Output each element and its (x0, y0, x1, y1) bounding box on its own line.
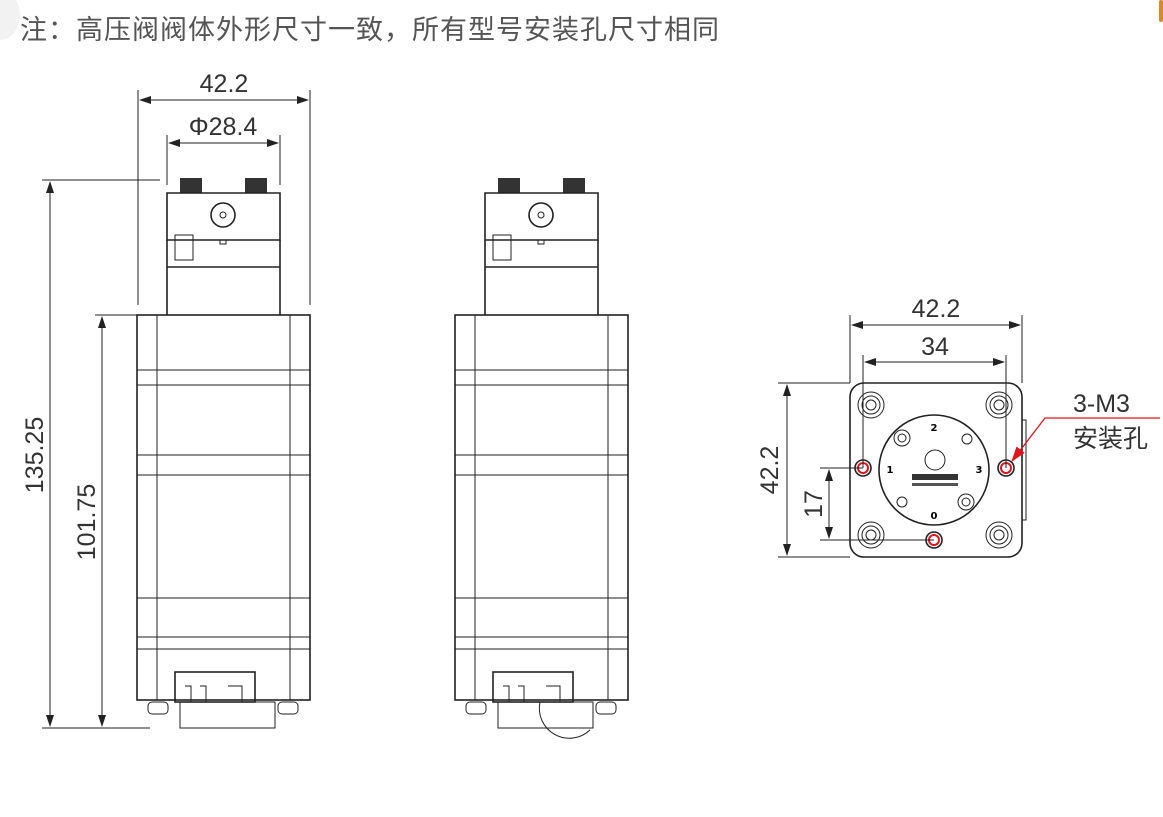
svg-text:34: 34 (921, 333, 949, 361)
mounting-hole-callout: 3-M3 安装孔 (1011, 390, 1160, 463)
svg-text:42.2: 42.2 (200, 70, 249, 98)
dimension-front-diameter: Φ28.4 (166, 113, 281, 185)
dimension-hole-spacing: 34 (862, 333, 1007, 468)
dimension-front-width: 42.2 (137, 70, 311, 305)
valve-side-view (454, 177, 629, 739)
svg-text:101.75: 101.75 (73, 484, 101, 560)
valve-end-view: 2 1 3 0 (849, 382, 1027, 558)
port-label-0: 0 (931, 511, 938, 522)
dimension-body-height: 101.75 (73, 314, 137, 727)
svg-text:17: 17 (800, 490, 828, 518)
drawing-note: 注：高压阀阀体外形尺寸一致，所有型号安装孔尺寸相同 (20, 15, 720, 46)
decorative-corner (0, 0, 20, 40)
valve-front-view (136, 177, 311, 729)
svg-text:42.2: 42.2 (912, 295, 961, 323)
dimension-hole-offset: 17 (800, 467, 934, 541)
accent-bar (1159, 0, 1163, 22)
svg-text:安装孔: 安装孔 (1073, 424, 1148, 453)
svg-text:Φ28.4: Φ28.4 (189, 113, 258, 141)
dimension-end-height: 42.2 (756, 382, 850, 558)
dimension-total-height: 135.25 (21, 179, 160, 729)
port-label-1: 1 (887, 465, 894, 476)
port-label-2: 2 (931, 423, 938, 434)
svg-text:3-M3: 3-M3 (1073, 390, 1130, 418)
svg-text:42.2: 42.2 (756, 446, 784, 495)
svg-text:135.25: 135.25 (21, 417, 49, 493)
dimension-end-width: 42.2 (849, 295, 1023, 383)
port-label-3: 3 (976, 465, 983, 476)
